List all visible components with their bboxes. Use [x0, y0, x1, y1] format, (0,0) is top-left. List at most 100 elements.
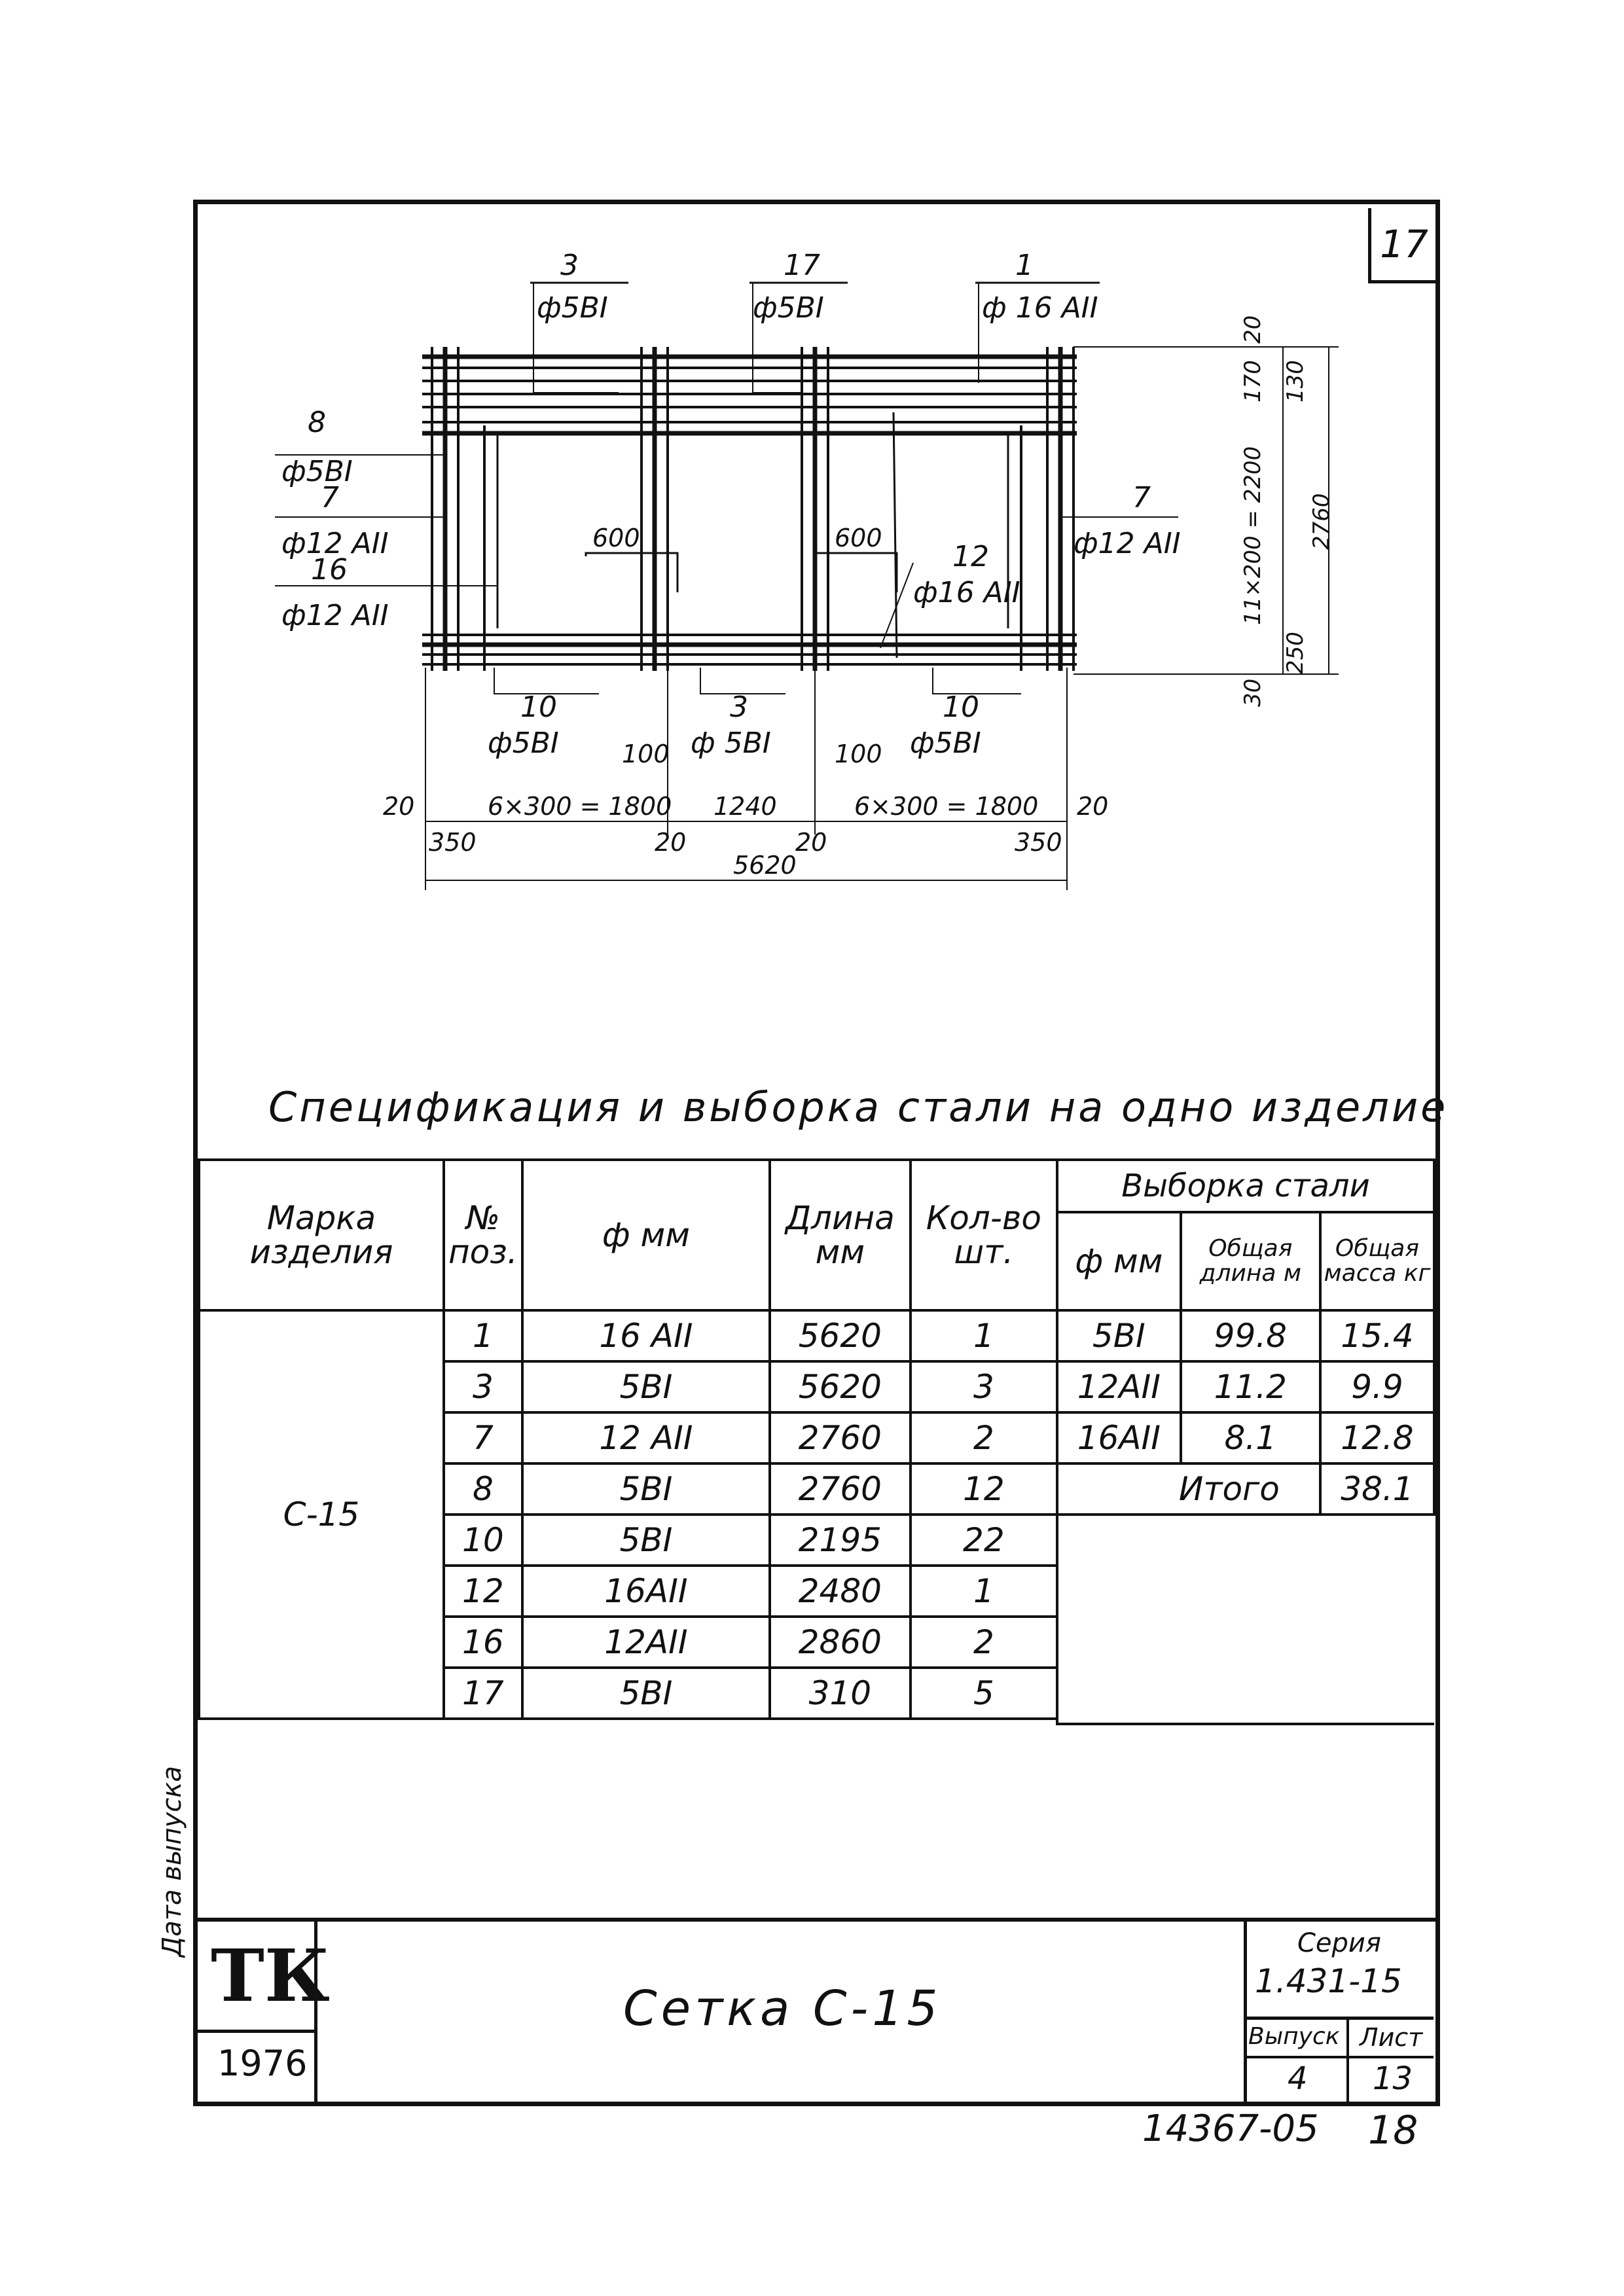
sheet-label: Лист: [1360, 2023, 1423, 2052]
series-value: 1.431-15: [1255, 1962, 1402, 2000]
row1-len: 5620: [768, 1309, 912, 1363]
bar-600-left: [585, 552, 679, 592]
series-label: Серия: [1297, 1928, 1381, 1958]
callout-17-num: 17: [784, 249, 820, 282]
callout-16-spec: ф12 АII: [281, 599, 389, 632]
row3-qty: 2: [909, 1411, 1059, 1465]
dim-r-170: 170: [1240, 360, 1266, 403]
issue-value: 4: [1288, 2060, 1308, 2097]
row1-qty: 1: [909, 1309, 1059, 1363]
row4-phi: 5ВI: [520, 1462, 772, 1516]
callout-7r-num: 7: [1132, 481, 1151, 514]
dim-100-left: 100: [622, 740, 670, 768]
row7-qty: 2: [909, 1615, 1059, 1669]
title-block: ТК 1976 Сетка С-15 Серия 1.431-15 Выпуск…: [198, 1918, 1435, 2102]
dim-20-center-1: 20: [655, 828, 686, 857]
dim-350-left: 350: [429, 828, 477, 857]
hdr-marka: Марка изделия: [198, 1158, 445, 1312]
callout-7l-num: 7: [321, 481, 339, 514]
callout-17-spec: ф5ВI: [753, 291, 824, 325]
leader-17: [752, 283, 802, 393]
callout-3b-spec: ф 5ВI: [691, 726, 771, 760]
hdr-poz: № поз.: [442, 1158, 524, 1312]
row8-phi: 5ВI: [520, 1666, 772, 1720]
dim-600-right: 600: [835, 524, 882, 552]
row5-len: 2195: [768, 1513, 912, 1567]
row3-len: 2760: [768, 1411, 912, 1465]
row3-poz: 7: [442, 1411, 524, 1465]
dim-20-center-2: 20: [795, 828, 827, 857]
row8-qty: 5: [909, 1666, 1059, 1720]
mesh-drawing: 3 ф5ВI 17 ф5ВI 1 ф 16 АII 8 ф5ВI 7 ф12 А…: [275, 249, 1339, 890]
callout-1-spec: ф 16 АII: [982, 291, 1098, 325]
leader-12a: [880, 562, 914, 649]
dim-1240: 1240: [713, 792, 777, 821]
callout-7l-spec: ф12 АII: [281, 527, 389, 560]
row7-len: 2860: [768, 1615, 912, 1669]
callout-12-spec: ф16 АII: [913, 576, 1020, 609]
dim-5620: 5620: [733, 851, 797, 880]
row4-len: 2760: [768, 1462, 912, 1516]
row5-qty: 22: [909, 1513, 1059, 1567]
hdr-v-dlina: Общая длина м: [1179, 1211, 1322, 1312]
row6-qty: 1: [909, 1564, 1059, 1618]
spec-table: Марка изделия № поз. ф мм Длина мм Кол-в…: [198, 1158, 1059, 1720]
hdr-phi: ф мм: [520, 1158, 772, 1312]
steel-table: Выборка стали ф мм Общая длина м Общая м…: [1056, 1158, 1436, 1725]
row4-qty: 12: [909, 1462, 1059, 1516]
callout-3b-num: 3: [730, 691, 748, 724]
row2-qty: 3: [909, 1360, 1059, 1414]
steel2-mass: 9.9: [1318, 1360, 1436, 1414]
dim-r-250: 250: [1282, 632, 1308, 674]
steel2-len: 11.2: [1179, 1360, 1322, 1414]
steel1-len: 99.8: [1179, 1309, 1322, 1363]
steel-empty-area: [1056, 1513, 1434, 1725]
callout-8-spec: ф5ВI: [281, 455, 353, 488]
callout-7r-spec: ф12 АII: [1074, 527, 1181, 560]
row3-phi: 12 АII: [520, 1411, 772, 1465]
callout-8-num: 8: [308, 406, 326, 439]
row4-poz: 8: [442, 1462, 524, 1516]
row1-poz: 1: [442, 1309, 524, 1363]
steel1-phi: 5ВI: [1056, 1309, 1182, 1363]
marka-value: С-15: [198, 1309, 445, 1720]
spec-title: Спецификация и выборка стали на одно изд…: [268, 1083, 1449, 1131]
row6-len: 2480: [768, 1564, 912, 1618]
steel3-len: 8.1: [1179, 1411, 1322, 1465]
callout-16-num: 16: [311, 553, 348, 586]
dim-r-20: 20: [1240, 315, 1266, 344]
hdr-v-massa: Общая масса кг: [1318, 1211, 1436, 1312]
drawing-name: Сетка С-15: [623, 1981, 942, 2037]
steel1-mass: 15.4: [1318, 1309, 1436, 1363]
hdr-v-phi: ф мм: [1056, 1211, 1182, 1312]
footer-page: 18: [1368, 2108, 1418, 2153]
issue-label: Выпуск: [1248, 2023, 1340, 2050]
year: 1976: [217, 2043, 308, 2084]
dim-6x300-left: 6×300 = 1800: [488, 792, 672, 821]
dim-r-30: 30: [1240, 679, 1266, 707]
dim-6x300-right: 6×300 = 1800: [854, 792, 1038, 821]
row6-phi: 16АII: [520, 1564, 772, 1618]
bar-12-diagonal: [892, 412, 898, 658]
drawing-frame: [193, 200, 1440, 2106]
leader-3b: [700, 668, 785, 694]
leader-3: [533, 283, 619, 393]
row8-len: 310: [768, 1666, 912, 1720]
hdr-dlina: Длина мм: [768, 1158, 912, 1312]
row6-poz: 12: [442, 1564, 524, 1618]
row1-phi: 16 АII: [520, 1309, 772, 1363]
dim-20-right: 20: [1077, 792, 1108, 821]
steel3-phi: 16АII: [1056, 1411, 1182, 1465]
dim-20-left: 20: [383, 792, 414, 821]
callout-10l-num: 10: [520, 691, 557, 724]
steel3-mass: 12.8: [1318, 1411, 1436, 1465]
total-value: 38.1: [1318, 1462, 1436, 1516]
dim-600-left: 600: [592, 524, 640, 552]
steel2-phi: 12АII: [1056, 1360, 1182, 1414]
dim-r-130: 130: [1282, 360, 1308, 403]
callout-1-num: 1: [1015, 249, 1034, 282]
dim-350-right: 350: [1015, 828, 1062, 857]
row8-poz: 17: [442, 1666, 524, 1720]
row7-phi: 12АII: [520, 1615, 772, 1669]
hdr-kolvo: Кол-во шт.: [909, 1158, 1059, 1312]
